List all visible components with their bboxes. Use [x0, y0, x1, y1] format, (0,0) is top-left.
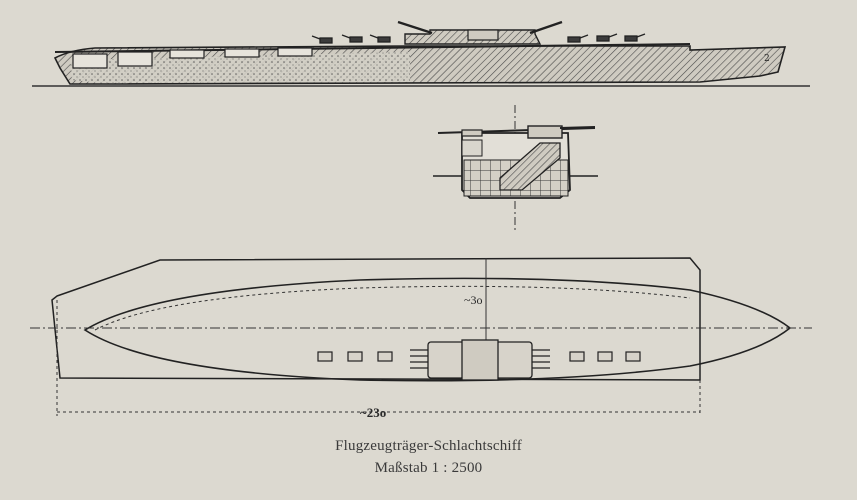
caption-scale: Maßstab 1 : 2500 [374, 460, 483, 476]
hull-dotted-area [70, 52, 410, 83]
hangar-opening [169, 49, 205, 59]
section-side-block [461, 139, 483, 157]
section-turret-gun [559, 126, 596, 129]
secondary-turrets-fore [311, 34, 391, 44]
amidships-turrets [410, 339, 550, 381]
section-turret [527, 125, 563, 139]
cross-section [433, 105, 598, 232]
side-elevation: 2 [32, 20, 810, 87]
beam-label: ~3o [464, 293, 483, 307]
hangar-opening [117, 51, 153, 67]
secondary-turrets-plan [317, 351, 641, 362]
main-gun-aft [529, 20, 563, 35]
length-label: ~23o [360, 405, 386, 420]
flight-deck [54, 43, 691, 53]
section-bridge [461, 129, 483, 137]
hangar-opening [72, 53, 108, 69]
secondary-turrets-aft [567, 33, 646, 43]
flight-deck-outline [51, 257, 701, 381]
plan-view: ~3o ~23o [30, 257, 812, 420]
hangar-opening [277, 47, 313, 57]
section-armour-incline [499, 142, 561, 191]
bow-mark: 2 [764, 54, 770, 64]
deck-dashed-outline [94, 285, 691, 331]
caption-title: Flugzeugträger-Schlachtschiff [335, 438, 522, 454]
bridge-block [467, 29, 499, 41]
hangar-opening [224, 48, 260, 58]
main-gun-fore [397, 20, 433, 35]
